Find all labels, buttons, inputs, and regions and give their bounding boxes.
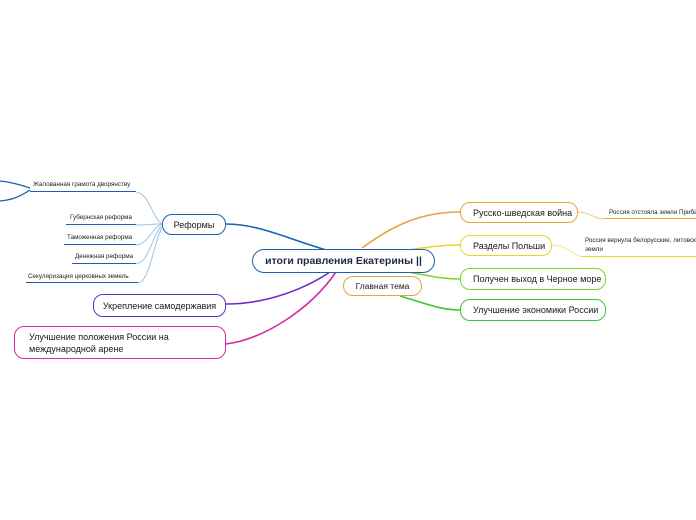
branch-economy-label: Улучшение экономики России <box>473 305 599 315</box>
branch-international[interactable]: Улучшение положения России на международ… <box>14 326 226 359</box>
branch-poland-label: Разделы Польши <box>473 240 546 251</box>
leaf-underline <box>26 282 138 284</box>
link-center-autocracy <box>225 271 331 305</box>
branch-black-sea-label: Получен выход в Черное море <box>473 274 602 284</box>
link-poland-leaf <box>551 244 583 258</box>
floating-main-topic-label: Главная тема <box>355 281 410 291</box>
leaf-underline <box>72 263 136 265</box>
branch-black-sea[interactable]: Получен выход в Черное море <box>460 268 606 290</box>
branch-economy[interactable]: Улучшение экономики России <box>460 299 606 321</box>
leaf-underline <box>604 218 696 220</box>
leaf-secularization[interactable]: Секуляризация церковных земель <box>28 273 129 280</box>
floating-main-topic[interactable]: Главная тема <box>343 276 422 296</box>
link-offscreen-1 <box>0 180 31 189</box>
leaf-noble-charter[interactable]: Жалованная грамота дворянству <box>33 181 131 188</box>
leaf-underline <box>30 191 136 193</box>
link-swedish-leaf <box>577 211 605 220</box>
link-reforms-leaf-2 <box>135 223 163 226</box>
leaf-underline <box>64 244 136 246</box>
branch-international-label: Улучшение положения России на международ… <box>29 331 169 354</box>
branch-swedish-war[interactable]: Русско-шведская война <box>460 202 578 223</box>
branch-poland[interactable]: Разделы Польши <box>460 235 552 256</box>
leaf-underline <box>582 256 696 258</box>
link-center-economy <box>399 295 461 311</box>
link-center-swedish <box>361 211 461 249</box>
central-topic[interactable]: итоги правления Екатерины || <box>252 249 435 273</box>
link-reforms-leaf-4 <box>135 225 163 265</box>
leaf-monetary-reform[interactable]: Денежная реформа <box>75 253 134 260</box>
leaf-underline <box>66 224 136 226</box>
link-center-reforms <box>225 223 331 252</box>
branch-autocracy-label: Укрепление самодержавия <box>102 300 217 311</box>
leaf-belarus-lithuania-lands[interactable]: Россия вернула белорусские, литовские зе… <box>585 237 696 253</box>
branch-reforms-label: Реформы <box>173 219 215 230</box>
leaf-baltic-lands[interactable]: Россия отстояла земли Прибалтики <box>609 209 696 216</box>
branch-reforms[interactable]: Реформы <box>162 214 226 235</box>
central-topic-label: итоги правления Екатерины || <box>265 255 422 267</box>
leaf-provincial-reform[interactable]: Губернская реформа <box>70 214 132 221</box>
link-reforms-leaf-5 <box>137 227 163 284</box>
branch-swedish-war-label: Русско-шведская война <box>473 207 573 218</box>
link-reforms-leaf-1 <box>135 191 163 225</box>
link-center-intl <box>225 271 337 345</box>
link-reforms-leaf-3 <box>135 223 163 246</box>
link-offscreen-2 <box>0 189 31 202</box>
branch-autocracy[interactable]: Укрепление самодержавия <box>93 294 226 317</box>
leaf-customs-reform[interactable]: Таможенная реформа <box>67 234 133 241</box>
